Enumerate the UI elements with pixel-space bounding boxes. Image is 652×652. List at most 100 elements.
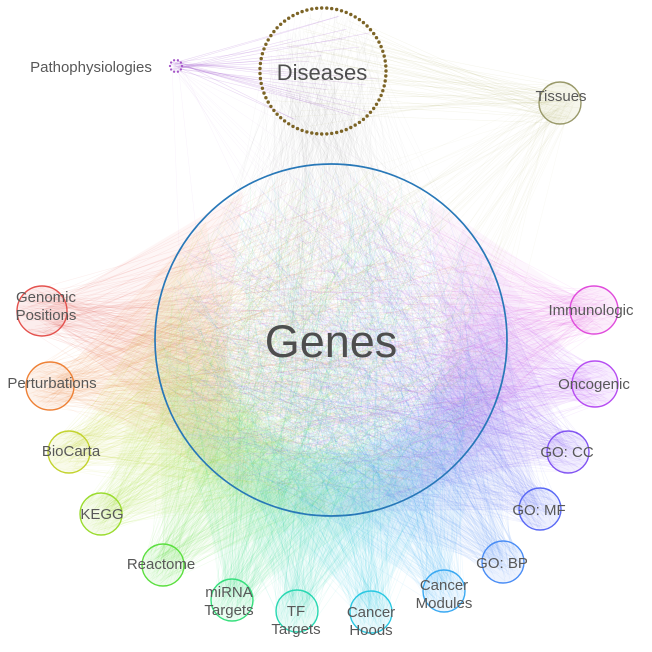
node-layer [16, 6, 619, 634]
edges-tf_targets-genes [158, 175, 506, 631]
node-diseases-dot [287, 16, 291, 20]
label-genes: Genes [265, 316, 398, 367]
node-diseases-dot [330, 6, 334, 11]
node-mirna_targets[interactable] [210, 578, 254, 622]
node-kegg[interactable] [79, 492, 123, 536]
node-go_cc[interactable] [546, 430, 590, 474]
beam-go_bp-genes [288, 340, 504, 562]
node-diseases-dot [374, 102, 379, 107]
node-diseases-dot [353, 123, 357, 127]
node-pathophysiologies-dot [172, 59, 176, 62]
node-perturbations[interactable] [25, 361, 75, 411]
node-reactome[interactable] [141, 543, 185, 587]
node-diseases-dot [315, 6, 319, 10]
beam-go_cc-genes [378, 271, 568, 506]
node-diseases-dot [300, 128, 304, 133]
edges-mirna_targets-genes [159, 165, 499, 620]
beam-immunologic-genes [427, 197, 594, 458]
node-diseases-dot [264, 96, 268, 100]
beam-layer [42, 191, 595, 612]
node-go_bp[interactable] [481, 540, 525, 584]
label-go_cc: GO: CC [540, 444, 594, 461]
node-diseases-dot [266, 100, 270, 104]
node-oncogenic[interactable] [571, 360, 619, 408]
beam-reactome-genes [158, 343, 377, 565]
node-diseases-dot [384, 64, 388, 68]
node-biocarta[interactable] [47, 430, 91, 474]
node-diseases-dot [335, 130, 339, 135]
node-diseases-dot [258, 66, 262, 71]
node-genes[interactable] [154, 163, 508, 517]
node-diseases-dot [335, 7, 339, 12]
label-reactome: Reactome [127, 556, 195, 573]
node-diseases-dot [310, 7, 314, 11]
node-diseases-dot [269, 104, 273, 109]
node-diseases-dot [357, 17, 362, 22]
beam-oncogenic-genes [419, 228, 595, 489]
node-diseases-dot [384, 69, 388, 73]
node-immunologic[interactable] [569, 285, 619, 335]
node-pathophysiologies-dot [172, 70, 176, 73]
beam-perturbations-genes [50, 221, 251, 493]
beam-biocarta-genes [69, 254, 289, 508]
node-diseases-dot [325, 6, 329, 10]
node-cancer_hoods[interactable] [349, 590, 393, 634]
beam-mirna_targets-genes [166, 391, 420, 600]
node-diseases-dot [264, 42, 268, 46]
node-diseases-dot [330, 131, 334, 136]
node-diseases[interactable] [258, 6, 388, 136]
edges-tissues-genes [168, 84, 580, 515]
node-diseases-dot [381, 89, 385, 93]
node-diseases-dot [262, 91, 266, 95]
node-diseases-dot [384, 74, 388, 78]
node-diseases-dot [365, 114, 369, 118]
node-pathophysiologies[interactable] [168, 59, 184, 73]
beam-genomic_positions-genes [42, 191, 243, 468]
node-diseases-dot [269, 33, 273, 38]
node-diseases-dot [339, 129, 344, 133]
node-diseases-dot [344, 127, 348, 132]
label-diseases: Diseases [277, 60, 367, 85]
node-tissues[interactable] [538, 81, 582, 125]
node-diseases-dot [379, 44, 383, 49]
node-diseases-dot [291, 13, 295, 18]
node-go_mf[interactable] [518, 487, 562, 531]
node-diseases-dot [279, 22, 283, 26]
node-diseases-dot [339, 9, 344, 13]
node-diseases-dot [368, 28, 373, 32]
node-diseases-dot [287, 122, 291, 126]
edges-kegg-genes [82, 168, 496, 535]
node-genomic_positions[interactable] [16, 285, 68, 337]
node-diseases-dot [320, 132, 324, 136]
node-cancer_modules[interactable] [422, 569, 466, 613]
edges-pathophysiologies-genes [170, 62, 504, 436]
node-diseases-dot [262, 47, 266, 51]
label-immunologic: Immunologic [548, 302, 634, 319]
node-tf_targets[interactable] [275, 589, 319, 633]
node-diseases-dot [279, 116, 283, 120]
label-tissues: Tissues [535, 88, 586, 105]
node-diseases-dot [349, 12, 353, 17]
node-diseases-dot [368, 110, 373, 115]
node-diseases-dot [377, 98, 381, 102]
beam-tf_targets-genes [184, 431, 451, 611]
node-diseases-dot [353, 15, 357, 19]
node-diseases-dot [258, 61, 263, 66]
node-diseases-dot [275, 112, 279, 116]
edges-cancer_modules-genes [161, 169, 504, 611]
node-diseases-dot [344, 10, 348, 15]
node-diseases-dot [291, 124, 295, 129]
beam-kegg-genes [101, 292, 333, 514]
node-diseases-dot [275, 26, 279, 30]
node-pathophysiologies-dot [169, 68, 173, 71]
label-oncogenic: Oncogenic [558, 376, 630, 393]
node-diseases-dot [382, 54, 386, 58]
node-diseases-dot [361, 117, 366, 122]
label-layer: GenesDiseasesPathophysiologiesTissuesGen… [7, 59, 634, 639]
